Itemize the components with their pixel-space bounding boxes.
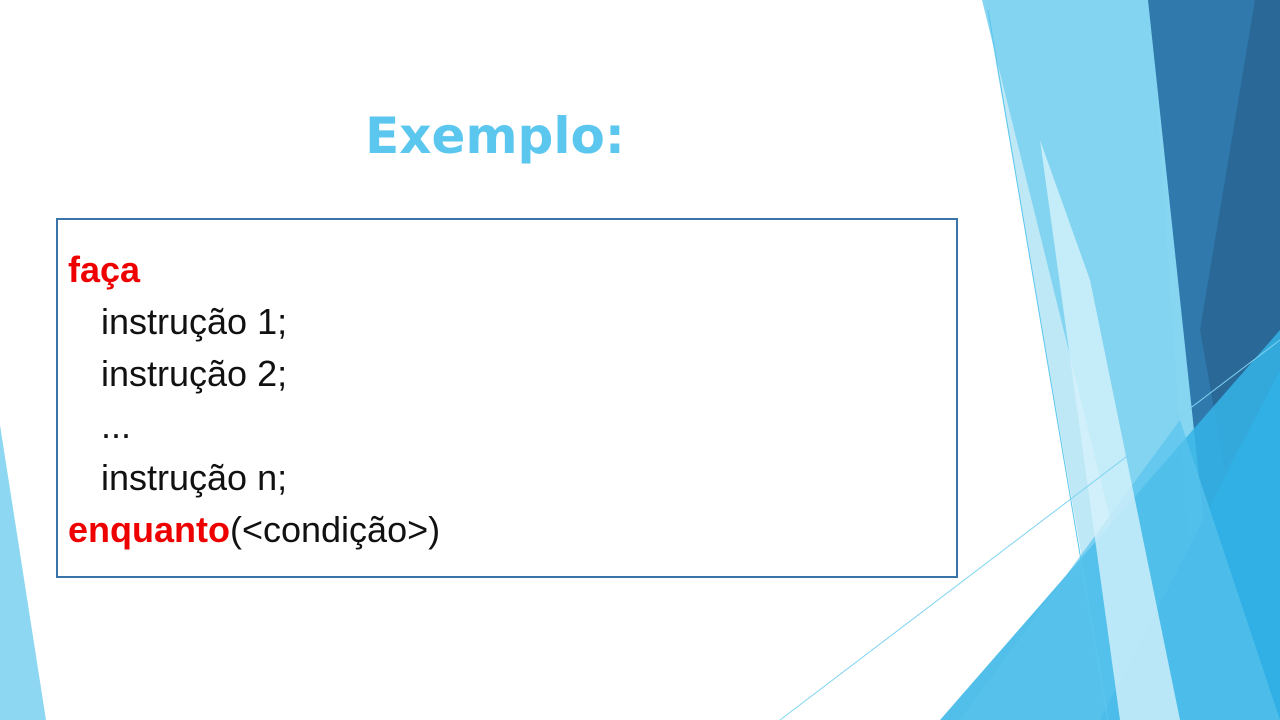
keyword-do: faça <box>68 249 141 290</box>
code-line-do: faça <box>68 244 440 296</box>
code-lines: faça instrução 1; instrução 2; ... instr… <box>68 244 440 556</box>
right-deco-light-streak <box>1040 140 1180 720</box>
code-line-instruction-2: instrução 2; <box>101 353 288 394</box>
code-line-instruction-n: instrução n; <box>101 457 288 498</box>
left-deco-triangle <box>0 425 46 720</box>
slide-title: Exemplo: <box>365 107 625 165</box>
code-line-instruction-1: instrução 1; <box>101 301 288 342</box>
right-deco-thin-line-2 <box>779 339 1280 720</box>
right-deco-thin-line-1 <box>987 9 1109 720</box>
code-box: faça instrução 1; instrução 2; ... instr… <box>56 218 958 578</box>
while-condition: (<condição>) <box>229 509 441 550</box>
keyword-while: enquanto <box>68 509 230 550</box>
code-line-while: enquanto(<condição>) <box>68 504 440 556</box>
right-deco-darkest <box>1200 0 1280 470</box>
code-line-ellipsis: ... <box>101 405 132 446</box>
